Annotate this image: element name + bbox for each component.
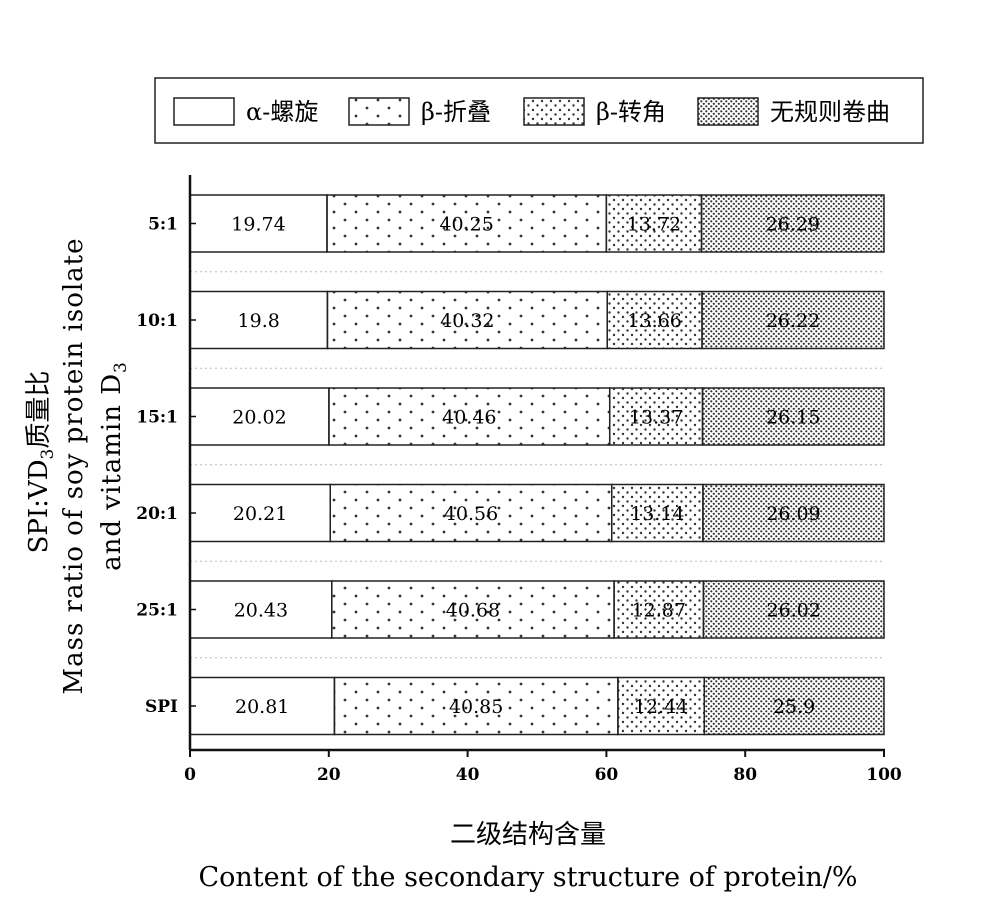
bar-segment — [333, 676, 619, 736]
y-axis-title-en-line2: and vitamin D3 — [97, 361, 131, 571]
bar-segment — [702, 483, 885, 543]
legend-label-0: α-螺旋 — [246, 98, 318, 126]
legend-swatch-2 — [523, 97, 585, 126]
bar-segment — [702, 580, 885, 639]
bar-segment — [617, 676, 706, 736]
legend-swatch-1 — [348, 97, 410, 126]
bar-segment — [613, 580, 705, 639]
bar-segment — [701, 290, 885, 350]
legend-item-0: α-螺旋 — [173, 97, 318, 126]
data-label: 26.09 — [766, 503, 820, 525]
data-label: 12.87 — [632, 600, 686, 622]
data-label: 20.43 — [234, 600, 288, 622]
legend-label-2: β-转角 — [596, 98, 666, 126]
data-label: 13.72 — [627, 214, 681, 236]
data-label: 13.37 — [629, 407, 683, 429]
data-label: 40.56 — [444, 503, 498, 525]
data-label: 26.02 — [767, 600, 821, 622]
bar-segment — [700, 194, 885, 253]
y-axis-title-cn-main: SPI:VD — [24, 459, 54, 553]
data-label: 26.15 — [766, 407, 820, 429]
bar-segment — [605, 194, 703, 253]
data-label: 19.74 — [231, 214, 285, 236]
bar-segment — [189, 290, 329, 350]
x-axis-ticks: 0 20 40 60 80 100 — [184, 750, 902, 785]
y-axis-title-en-line2-sub: 3 — [111, 361, 131, 373]
category-label: 15:1 — [136, 408, 178, 428]
y-axis-title-en-line2-main: and vitamin D — [97, 373, 127, 571]
legend-item-1: β-折叠 — [348, 97, 491, 126]
y-axis-title-cn: SPI:VD3质量比 — [24, 371, 58, 554]
bar-segment — [703, 676, 885, 736]
x-axis-title-cn: 二级结构含量 — [450, 820, 606, 850]
y-axis-title-en-line1-group: Mass ratio of soy protein isolate — [59, 237, 89, 694]
legend-label-3: 无规则卷曲 — [770, 98, 890, 126]
data-label: 40.85 — [449, 696, 503, 718]
bar-segment — [608, 387, 704, 446]
y-axis-title-en-line1: Mass ratio of soy protein isolate — [59, 237, 89, 694]
legend-item-2: β-转角 — [523, 97, 666, 126]
bars — [189, 194, 885, 736]
data-label: 12.44 — [634, 696, 688, 718]
bar-segment — [701, 387, 885, 446]
data-label: 40.32 — [440, 310, 494, 332]
y-axis-title-cn-suffix: 质量比 — [24, 371, 54, 449]
category-label: 5:1 — [148, 215, 178, 235]
data-label: 26.22 — [766, 310, 820, 332]
y-axis-title-en-line2-group: and vitamin D3 — [97, 361, 131, 571]
category-label: 20:1 — [136, 504, 178, 524]
gridlines — [190, 271, 884, 659]
data-label: 13.14 — [630, 503, 684, 525]
bar-segment — [189, 483, 332, 543]
category-label: 25:1 — [136, 601, 178, 621]
category-label: 10:1 — [136, 311, 178, 331]
legend-swatch-3 — [697, 97, 759, 126]
legend-swatch-0 — [173, 97, 235, 126]
bar-segment — [329, 483, 613, 543]
x-tick-label: 60 — [595, 765, 619, 785]
x-tick-label: 40 — [456, 765, 480, 785]
data-label: 13.66 — [627, 310, 681, 332]
bar-segment — [331, 580, 615, 639]
data-label: 25.9 — [773, 696, 815, 718]
bar-segment — [610, 483, 704, 543]
value-labels: 19.74 40.25 13.72 26.29 19.8 40.32 13.66 26.22 2… — [231, 214, 821, 719]
y-axis-title-cn-sub: 3 — [38, 449, 58, 460]
data-label: 40.68 — [446, 600, 500, 622]
data-label: 40.46 — [442, 407, 496, 429]
x-tick-label: 20 — [317, 765, 341, 785]
bar-segment — [606, 290, 703, 350]
legend-label-1: β-折叠 — [421, 98, 491, 126]
data-label: 26.29 — [766, 214, 820, 236]
data-label: 20.81 — [235, 696, 289, 718]
data-label: 19.8 — [238, 310, 280, 332]
data-label: 20.21 — [233, 503, 287, 525]
category-label: SPI — [145, 697, 178, 717]
bar-segment — [326, 194, 608, 253]
legend: α-螺旋 β-折叠 β-转角 无规则卷曲 — [154, 77, 924, 144]
legend-item-3: 无规则卷曲 — [697, 97, 890, 126]
data-label: 20.02 — [232, 407, 286, 429]
x-axis-title-en: Content of the secondary structure of pr… — [198, 862, 857, 893]
x-tick-label: 0 — [184, 765, 196, 785]
x-tick-label: 100 — [866, 765, 902, 785]
y-axis-title-cn-group: SPI:VD3质量比 — [24, 371, 58, 554]
x-tick-label: 80 — [733, 765, 757, 785]
data-label: 40.25 — [439, 214, 493, 236]
bar-segment — [189, 194, 328, 253]
